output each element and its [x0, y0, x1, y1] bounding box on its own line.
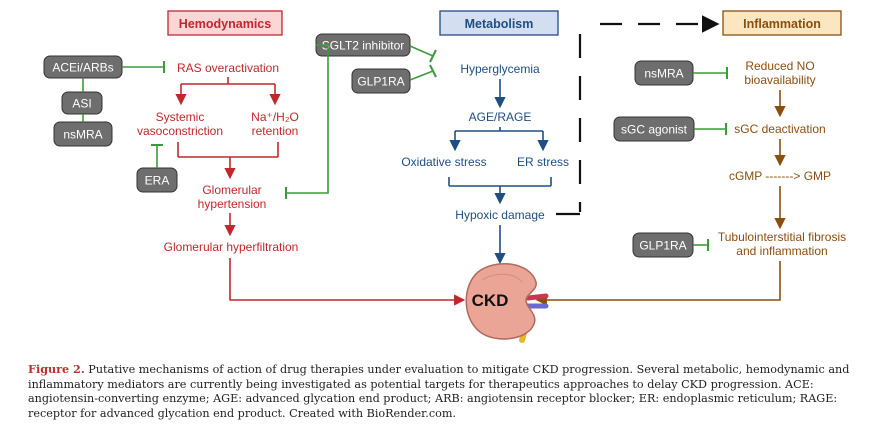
reduced-no-line1: Reduced NO [745, 59, 814, 73]
inflammation-header: Inflammation [722, 10, 842, 36]
na-retention-line1: Na⁺/H₂O [251, 110, 299, 124]
systemic-vasoconstriction-line2: vasoconstriction [137, 124, 223, 138]
hyperfiltration-to-ckd-arrow [229, 258, 466, 306]
glomerular-hyperfiltration: Glomerular hyperfiltration [164, 240, 299, 254]
svg-text:GLP1RA: GLP1RA [639, 239, 686, 253]
svg-text:ASI: ASI [72, 97, 91, 111]
metabolism-title: Metabolism [465, 17, 534, 31]
sglt2-pill: SGLT2 inhibitor [315, 33, 411, 57]
figure-label: Figure 2. [28, 362, 85, 376]
svg-text:nsMRA: nsMRA [644, 67, 683, 81]
svg-text:ACEi/ARBs: ACEi/ARBs [52, 61, 113, 75]
sglt2-inhibition-glomerular-hypertension [285, 44, 329, 199]
sgc-agonist-pill: sGC agonist [613, 116, 695, 142]
glp1ra-mid-pill: GLP1RA [351, 68, 411, 94]
svg-text:GLP1RA: GLP1RA [357, 75, 404, 89]
nsmra-inhibition [693, 67, 728, 79]
glp1ra-right-pill: GLP1RA [632, 232, 694, 258]
ckd-label: CKD [472, 291, 509, 310]
er-stress: ER stress [517, 155, 569, 169]
svg-text:ERA: ERA [145, 174, 170, 188]
inflammation-title: Inflammation [743, 17, 821, 31]
sgc-deactivation: sGC deactivation [734, 122, 825, 136]
reduced-no-line2: bioavailability [744, 73, 815, 87]
hypoxic-damage: Hypoxic damage [455, 208, 545, 222]
glp1ra-right-inhibition [693, 239, 709, 251]
hyperglycemia: Hyperglycemia [460, 62, 540, 76]
merge-to-hypoxic-damage [448, 177, 552, 205]
tubulointerstitial-line1: Tubulointerstitial fibrosis [718, 230, 846, 244]
nsmra-left-pill: nsMRA [53, 121, 113, 147]
hemodynamics-title: Hemodynamics [179, 17, 271, 31]
asi-pill: ASI [61, 91, 103, 115]
mechanism-diagram: Hemodynamics Metabolism Inflammation ACE… [43, 10, 846, 343]
glomerular-hypertension-line2: hypertension [198, 197, 267, 211]
acei-inhibition [122, 61, 165, 73]
kidney-icon [465, 263, 549, 343]
age-rage: AGE/RAGE [469, 110, 532, 124]
na-retention-line2: retention [252, 124, 299, 138]
sgc-agonist-inhibition [694, 123, 727, 135]
era-pill: ERA [136, 167, 178, 193]
caption-text: Putative mechanisms of action of drug th… [28, 363, 850, 420]
svg-text:sGC agonist: sGC agonist [621, 123, 688, 137]
era-inhibition [151, 144, 163, 168]
tubulointerstitial-line2: and inflammation [736, 244, 827, 258]
svg-text:nsMRA: nsMRA [63, 128, 102, 142]
svg-text:SGLT2 inhibitor: SGLT2 inhibitor [322, 39, 404, 53]
oxidative-stress: Oxidative stress [401, 155, 486, 169]
ras-split-arrows [175, 77, 281, 106]
merge-to-glomerular-hypertension [177, 142, 279, 180]
systemic-vasoconstriction-line1: Systemic [156, 110, 205, 124]
ras-overactivation: RAS overactivation [177, 61, 279, 75]
acei-arbs-pill: ACEi/ARBs [43, 55, 123, 79]
cgmp-to-gmp: cGMP -------> GMP [729, 169, 831, 183]
age-split-arrows [449, 127, 549, 152]
glomerular-hypertension-line1: Glomerular [202, 183, 261, 197]
figure-caption: Figure 2. Putative mechanisms of action … [28, 362, 874, 421]
sglt2-inhibition-hyperglycemia [409, 45, 437, 63]
fibrosis-to-ckd-arrow [535, 261, 781, 306]
hemodynamics-header: Hemodynamics [167, 10, 283, 36]
nsmra-right-pill: nsMRA [634, 60, 694, 86]
glp1ra-inhibition-hyperglycemia [409, 64, 437, 81]
metabolism-header: Metabolism [439, 10, 559, 36]
